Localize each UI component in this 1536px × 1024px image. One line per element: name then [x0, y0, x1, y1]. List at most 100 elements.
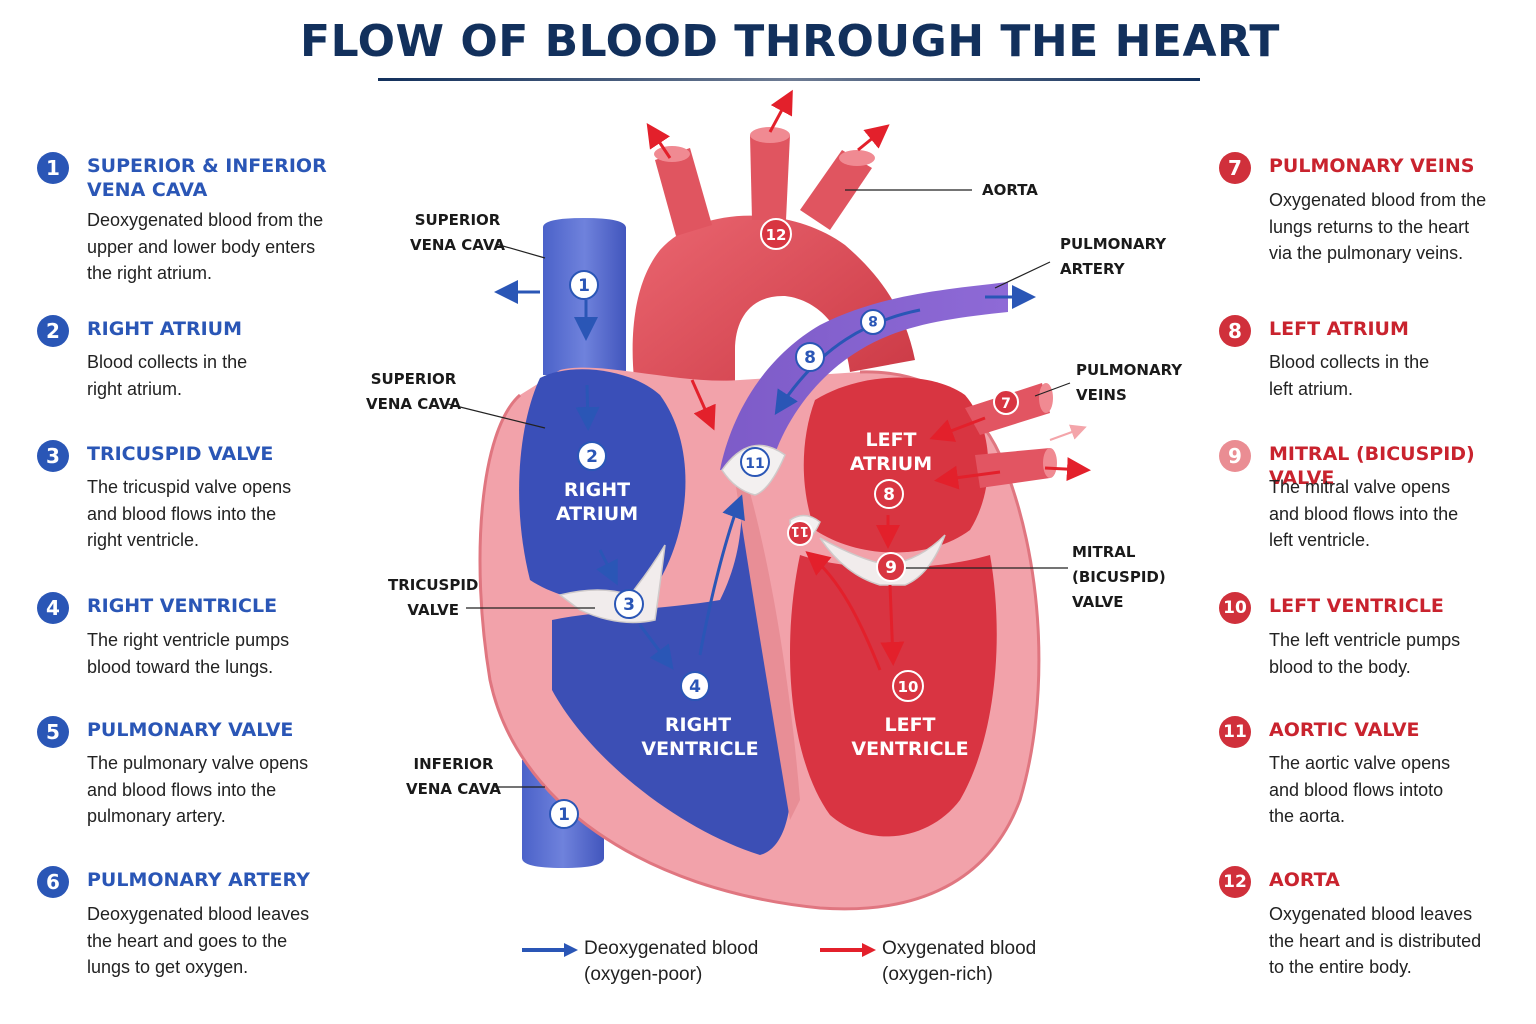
- title-underline: [378, 78, 1200, 81]
- pa-flow-arrow: [774, 308, 921, 416]
- step-number: 7: [1219, 152, 1251, 184]
- step-number: 9: [1219, 440, 1251, 472]
- leader-svc-top: [495, 243, 546, 259]
- aorta-branch-left: [655, 148, 712, 236]
- page-title: FLOW OF BLOOD THROUGH THE HEART: [300, 16, 1280, 67]
- la-label-2: ATRIUM: [850, 453, 932, 475]
- svg-text:8: 8: [804, 348, 816, 368]
- aorta-arch: [632, 215, 915, 430]
- svg-text:8: 8: [883, 485, 895, 505]
- rv-down-arrow: [638, 624, 674, 670]
- step-title: AORTIC VALVE: [1269, 719, 1420, 741]
- lv-label-2: VENTRICLE: [851, 738, 968, 760]
- step-title: MITRAL (BICUSPID) VALVE: [1269, 443, 1475, 489]
- pv-in-arrow-upper: [929, 416, 986, 442]
- aorta-out-arrow-left: [646, 123, 672, 159]
- aorta-out-arrow-right: [857, 124, 890, 152]
- aorta-branch-mid: [750, 135, 790, 220]
- svg-text:11: 11: [791, 523, 809, 538]
- label-mitral-valve: MITRAL(BICUSPID)VALVE: [1072, 543, 1166, 611]
- aorta-down-arrow: [690, 379, 716, 431]
- pv-in-arrow-lower: [934, 465, 1001, 490]
- pv-light-arrow: [1049, 424, 1087, 441]
- marker-4: 4: [680, 671, 710, 701]
- aorta-out-arrow-mid: [768, 89, 793, 133]
- step-title: RIGHT VENTRICLE: [87, 595, 278, 617]
- step-number: 10: [1219, 592, 1251, 624]
- svg-text:3: 3: [623, 595, 635, 615]
- svg-text:1: 1: [578, 276, 590, 296]
- step-title: LEFT ATRIUM: [1269, 318, 1409, 340]
- aorta-branch-mid-opening: [750, 127, 790, 143]
- la-label-1: LEFT: [865, 429, 916, 451]
- step-number: 2: [37, 315, 69, 347]
- step-number: 3: [37, 440, 69, 472]
- step-title: PULMONARY ARTERY: [87, 869, 310, 891]
- step-number: 11: [1219, 716, 1251, 748]
- marker-11-mirrored: 11: [787, 520, 813, 546]
- ra-label-2: ATRIUM: [556, 503, 638, 525]
- legend-oxygenated-text: Oxygenated blood(oxygen-rich): [882, 938, 1037, 985]
- legend-deoxygenated-arrow: [522, 943, 578, 957]
- step-title: RIGHT ATRIUM: [87, 318, 242, 340]
- aorta-branch-right-opening: [839, 150, 875, 166]
- aorta-branch-left-opening: [654, 146, 690, 162]
- marker-8-pa: 8: [795, 342, 825, 372]
- svc-down-arrow-2: [575, 384, 600, 431]
- step-number: 12: [1219, 866, 1251, 898]
- marker-10: 10: [892, 670, 924, 702]
- svg-text:12: 12: [766, 226, 787, 244]
- lv-label-1: LEFT: [884, 714, 935, 736]
- step-number: 4: [37, 592, 69, 624]
- marker-9: 9: [876, 552, 906, 582]
- rv-label-1: RIGHT: [665, 714, 731, 736]
- marker-3: 3: [614, 589, 644, 619]
- step-number: 5: [37, 716, 69, 748]
- svg-text:11: 11: [745, 456, 764, 472]
- pulmonary-vein-lower-opening: [1043, 448, 1057, 478]
- step-number: 8: [1219, 315, 1251, 347]
- step-title: AORTA: [1269, 869, 1340, 891]
- rv-up-arrow: [698, 494, 745, 656]
- ra-label-1: RIGHT: [564, 479, 630, 501]
- legend-deoxygenated-text: Deoxygenated blood(oxygen-poor): [584, 938, 759, 985]
- svg-text:7: 7: [1001, 396, 1011, 412]
- marker-1-top: 1: [569, 270, 599, 300]
- heart-septum: [735, 475, 800, 820]
- label-aorta: AORTA: [982, 181, 1038, 199]
- svg-text:4: 4: [689, 677, 701, 697]
- svg-text:2: 2: [586, 447, 598, 467]
- aorta-branch-right: [800, 150, 872, 230]
- leader-svc-mid: [447, 403, 546, 429]
- legend-oxygenated-arrow: [820, 943, 876, 957]
- step-title: TRICUSPID VALVE: [87, 443, 274, 465]
- leader-pv: [1034, 382, 1071, 397]
- leader-pa: [994, 261, 1051, 289]
- step-title: PULMONARY VALVE: [87, 719, 294, 741]
- pv-out-arrow: [1044, 457, 1091, 482]
- marker-7: 7: [993, 389, 1019, 415]
- marker-12: 12: [760, 218, 792, 250]
- svg-text:9: 9: [885, 558, 897, 578]
- marker-8-pa-mirrored: 8: [860, 309, 886, 335]
- marker-11-aortic: 11: [740, 447, 770, 477]
- ra-down-arrow: [596, 549, 618, 586]
- lv-up-arrow: [805, 551, 882, 671]
- left-ventricle-chamber: [790, 555, 997, 837]
- mitral-valve: [819, 534, 946, 586]
